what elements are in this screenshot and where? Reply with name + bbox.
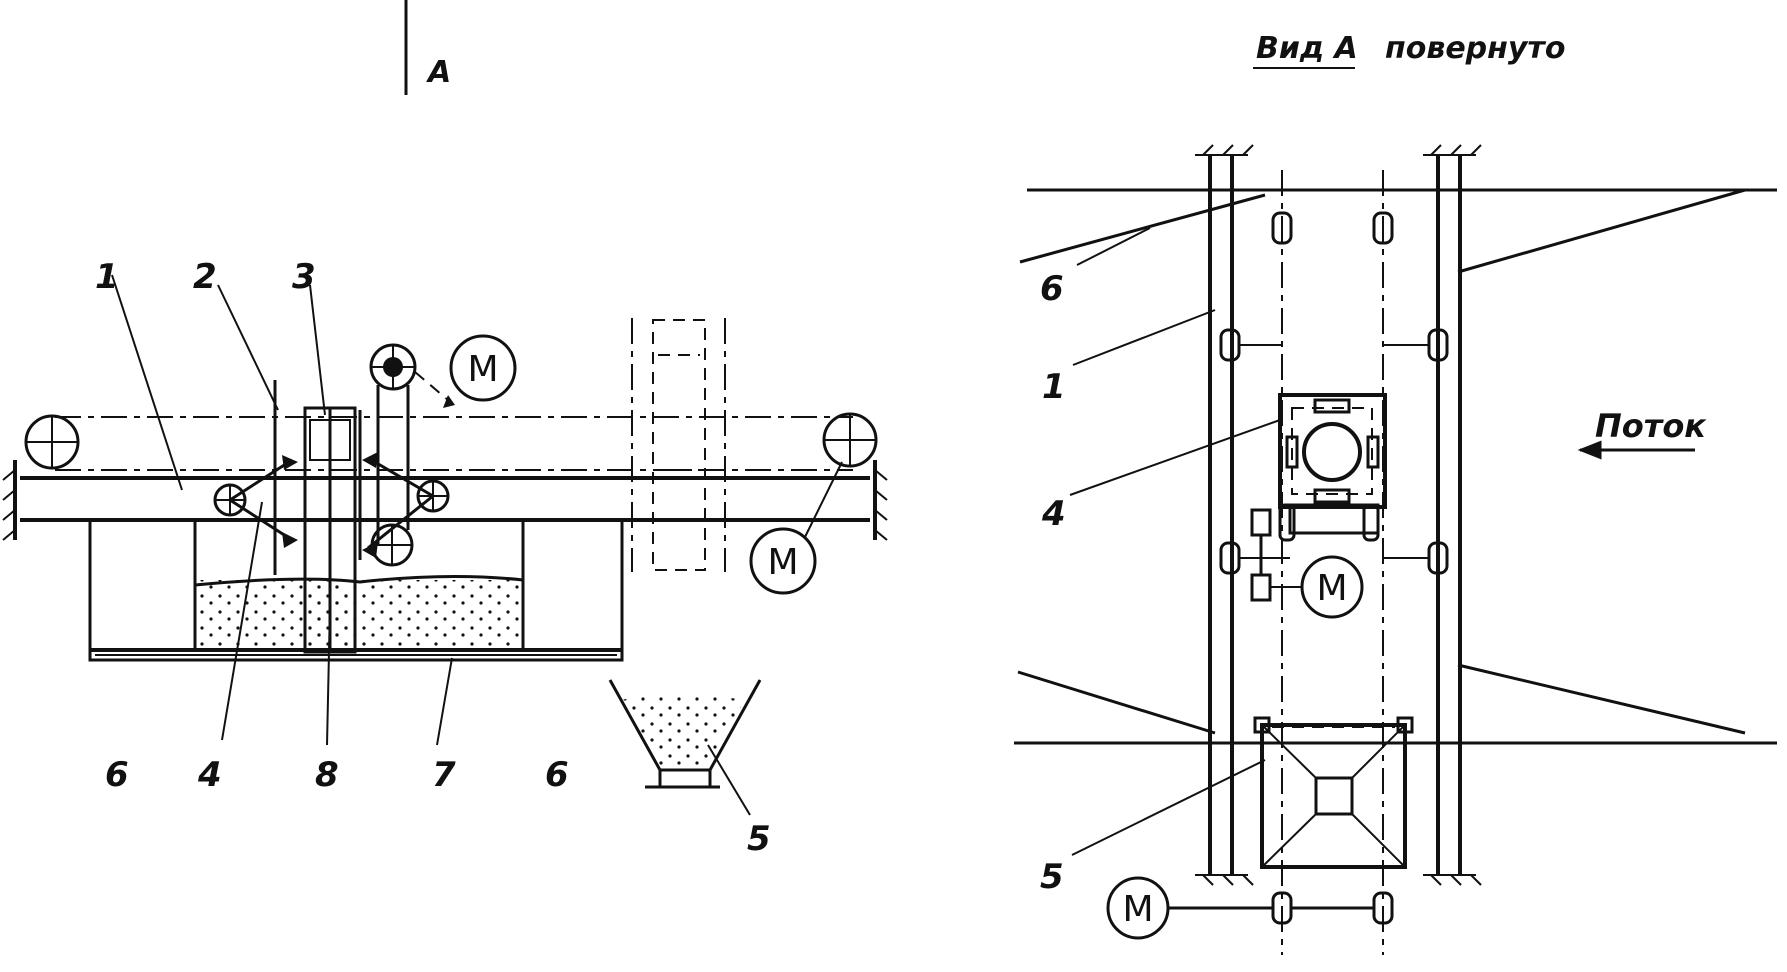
view-rotated: повернуто xyxy=(1385,31,1565,66)
view-title: Вид А xyxy=(1256,31,1358,66)
right-leader-lines xyxy=(1069,227,1281,856)
label-2: 2 xyxy=(193,257,217,297)
hopper xyxy=(608,679,762,789)
motor-top: М xyxy=(449,334,517,402)
motor-center-label: М xyxy=(1316,568,1347,609)
motor-bottom: М xyxy=(1106,876,1374,940)
label-6-right: 6 xyxy=(545,755,569,795)
right-label-5: 5 xyxy=(1040,857,1064,897)
motor-right-label: М xyxy=(767,542,798,583)
label-4: 4 xyxy=(197,755,222,795)
flow-label: Поток xyxy=(1595,407,1707,445)
right-view: Вид А повернуто xyxy=(1014,31,1777,955)
section-arrow: А xyxy=(404,0,451,95)
label-3: 3 xyxy=(292,257,316,297)
left-view: А xyxy=(2,0,888,859)
motor-top-label: М xyxy=(467,349,498,390)
leader-lines xyxy=(111,274,751,816)
motor-bottom-label: М xyxy=(1122,889,1153,930)
label-8: 8 xyxy=(315,755,339,795)
label-1: 1 xyxy=(95,257,119,297)
right-label-4: 4 xyxy=(1041,494,1066,534)
right-label-6: 6 xyxy=(1040,269,1064,309)
tank xyxy=(88,518,624,662)
roller-mechanism xyxy=(213,343,455,567)
vertical-rails xyxy=(1195,144,1482,886)
conveyor-chain xyxy=(24,412,878,471)
label-5: 5 xyxy=(747,819,771,859)
section-mark-label: А xyxy=(426,55,451,90)
label-6-left: 6 xyxy=(105,755,129,795)
frame-5 xyxy=(1253,716,1414,869)
carriage xyxy=(1278,393,1387,542)
motor-center: М xyxy=(1239,508,1364,619)
alternate-position xyxy=(631,318,726,572)
right-label-1: 1 xyxy=(1042,367,1066,407)
channel-lines xyxy=(1014,188,1777,745)
rail xyxy=(2,460,888,541)
flow-indicator: Поток xyxy=(1577,407,1707,460)
inner-chain-lines xyxy=(1281,170,1384,955)
motor-right: М xyxy=(749,461,843,595)
label-7: 7 xyxy=(432,755,456,795)
